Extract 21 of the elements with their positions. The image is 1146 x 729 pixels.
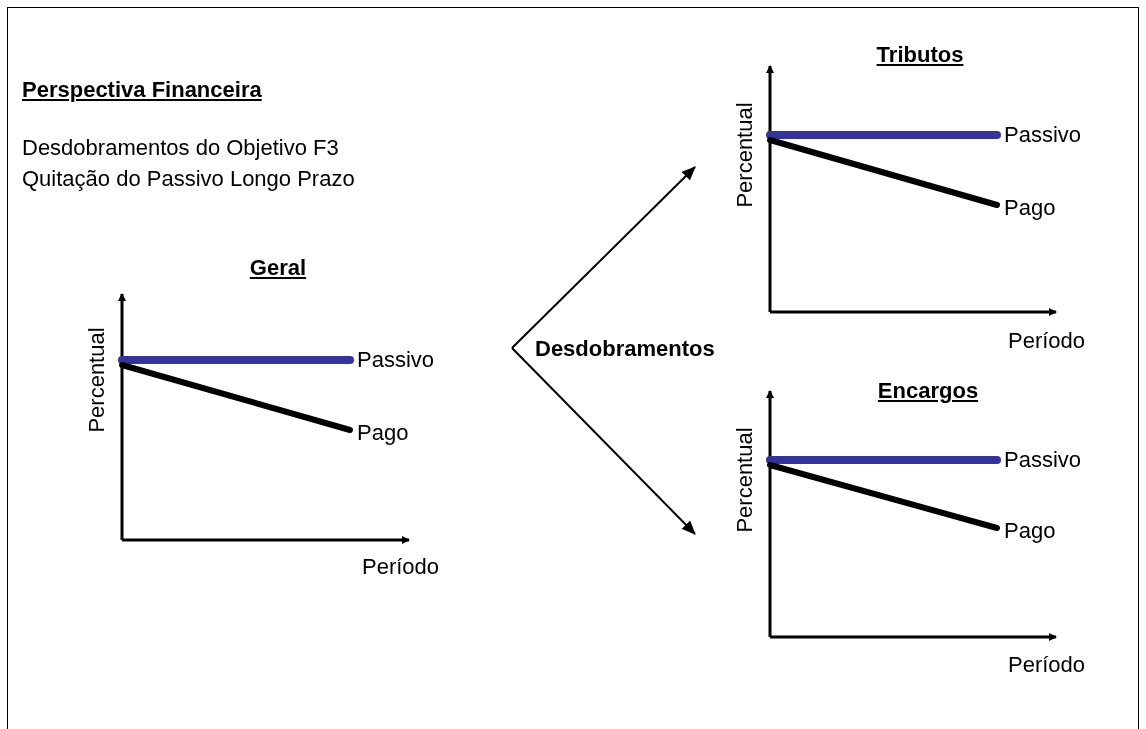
arrow	[511, 166, 696, 349]
line-label: Pago	[357, 420, 409, 446]
branch-label: Desdobramentos	[512, 336, 715, 362]
axis-title: Percentual	[84, 327, 110, 433]
axis-title: Percentual	[732, 102, 758, 208]
heading: Perspectiva Financeira	[22, 77, 262, 103]
line-label: Passivo	[1004, 447, 1082, 473]
subtitle-text: Quitação do Passivo Longo Prazo	[22, 166, 355, 192]
line-label: Passivo	[357, 347, 435, 373]
axis-title: Período	[362, 554, 440, 580]
axis-title: Percentual	[732, 427, 758, 533]
chart-title: Tributos	[876, 42, 964, 68]
axis-title: Período	[1008, 328, 1086, 354]
line-label: Pago	[1004, 195, 1056, 221]
arrow	[511, 347, 696, 535]
chart-title: Geral	[249, 255, 307, 281]
chart-title: Encargos	[877, 378, 979, 404]
line-label: Pago	[1004, 518, 1056, 544]
axis-title: Período	[1008, 652, 1086, 678]
subtitle-text: Desdobramentos do Objetivo F3	[22, 135, 339, 161]
line-label: Passivo	[1004, 122, 1082, 148]
